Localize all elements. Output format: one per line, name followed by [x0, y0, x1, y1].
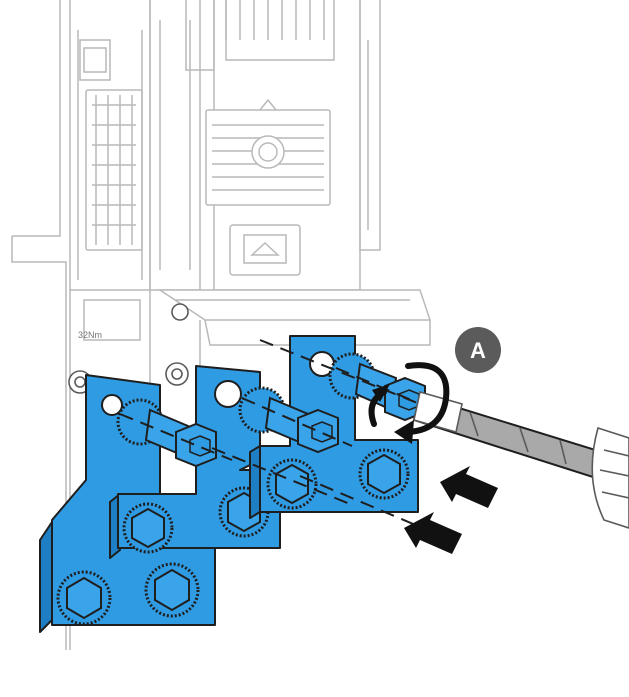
insertion-arrow-icon — [404, 466, 498, 554]
breaker-housing: 32Nm — [11, 0, 432, 650]
rotation-arrow-icon — [368, 362, 450, 444]
torque-screwdriver-icon — [412, 390, 629, 529]
operating-handle-window — [205, 98, 331, 206]
callout-a: A — [455, 327, 501, 373]
upper-bolt-middle — [238, 386, 339, 454]
callout-a-label: A — [470, 338, 486, 363]
torque-marking-label: 32Nm — [78, 330, 102, 340]
ventilation-slots-left — [85, 89, 143, 251]
